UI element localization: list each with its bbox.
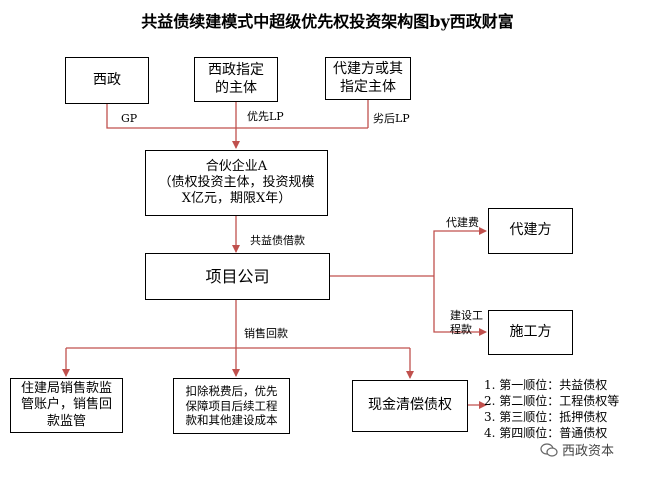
node-cash-text: 现金清偿债权 [368, 397, 452, 414]
priority-item-3: 3. 第三顺位：抵押债权 [484, 410, 608, 424]
node-daijianfang-text: 代建方 [509, 222, 552, 239]
node-designated-line-2: 的主体 [215, 79, 257, 96]
node-designated-line-1: 西政指定 [208, 62, 264, 78]
wechat-icon [540, 442, 558, 457]
label-sales-return: 销售回款 [244, 327, 288, 340]
node-project-text: 项目公司 [205, 266, 270, 286]
node-tax-line-1: 扣除税费后，优先 [185, 384, 278, 399]
node-shigongfang: 施工方 [488, 310, 573, 355]
node-agent-line-1: 代建方或其 [333, 61, 403, 77]
node-account-line-2: 管账户，销售回 [20, 397, 112, 413]
label-sub-lp: 劣后LP [373, 112, 410, 125]
node-partnership-line-2: （债权投资主体，投资规模 [158, 174, 315, 190]
watermark-text: 西政资本 [562, 444, 615, 459]
node-tax-line-3: 款和其他建设成本 [185, 413, 278, 428]
priority-item-4: 4. 第四顺位：普通债权 [484, 426, 608, 440]
label-construction-fee-line-2: 程款 [450, 322, 472, 336]
priority-item-1: 1. 第一顺位：共益债权 [484, 378, 608, 392]
node-project-company: 项目公司 [145, 253, 330, 300]
label-construction-fee-line-1: 建设工 [450, 309, 483, 322]
node-daijianfang: 代建方 [488, 208, 573, 254]
label-agent-fee: 代建费 [446, 216, 479, 229]
label-construction-fee: 建设工 程款 [450, 309, 483, 337]
label-loan: 共益债借款 [250, 234, 305, 247]
node-account-line-1: 住建局销售款监 [20, 381, 112, 397]
node-account-line-3: 款监管 [46, 413, 86, 429]
line-gp [106, 104, 368, 129]
label-gp: GP [121, 112, 138, 125]
node-agent-line-2: 指定主体 [340, 78, 396, 95]
node-partnership-line-3: X亿元，期限X年） [181, 191, 292, 207]
node-xizheng: 西政 [65, 57, 149, 104]
arrow-to-shigongfang [433, 276, 487, 336]
node-tax-line-2: 保障项目后续工程 [185, 398, 278, 413]
priority-item-2: 2. 第二顺位：工程债权等 [484, 394, 620, 408]
node-partnership: 合伙企业A （债权投资主体，投资规模 X亿元，期限X年） [145, 150, 328, 216]
node-partnership-line-1: 合伙企业A [205, 158, 268, 174]
node-tax-deduction: 扣除税费后，优先 保障项目后续工程 款和其他建设成本 [173, 378, 290, 434]
diagram-title: 共益债续建模式中超级优先权投资架构图by西政财富 [141, 12, 514, 31]
node-designated-entity: 西政指定 的主体 [194, 57, 278, 102]
label-priority-lp: 优先LP [247, 110, 284, 123]
node-shigongfang-text: 施工方 [509, 323, 552, 340]
node-agent-entity: 代建方或其 指定主体 [325, 57, 411, 100]
node-xizheng-text: 西政 [93, 71, 121, 88]
arrow-to-daijianfang [433, 227, 487, 276]
node-supervision-account: 住建局销售款监 管账户，销售回 款监管 [10, 378, 123, 433]
watermark: 西政资本 [540, 440, 614, 459]
node-cash-repayment: 现金清偿债权 [352, 380, 468, 432]
